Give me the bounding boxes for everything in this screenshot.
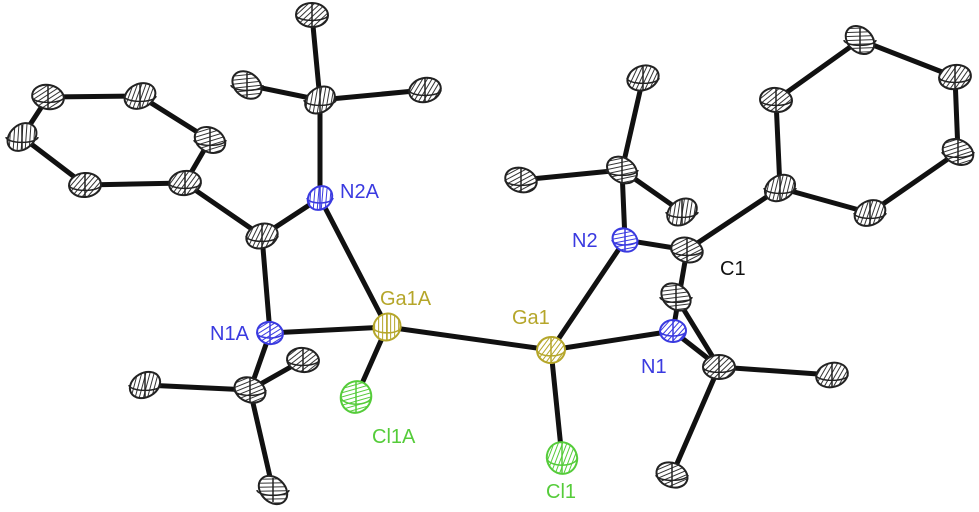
bond-tBuN-tBuNb: [716, 364, 835, 378]
atom-octant-cl1a: [340, 381, 372, 413]
label-n2a: N2A: [340, 181, 380, 203]
label-n1: N1: [641, 356, 667, 378]
atom-octant-n1a: [256, 322, 284, 344]
bond-phR2-phR3: [773, 37, 863, 103]
atom-octant-phL3: [123, 84, 157, 108]
bond-ga1a-n1a: [267, 324, 390, 336]
bond-tBuT-tBuTa: [309, 12, 323, 103]
atom-octant-tBuNc: [655, 463, 689, 487]
bond-tBuB-tBuBa: [142, 382, 253, 393]
atom-octant-tBuR: [605, 158, 639, 182]
atom-octant-ga1: [536, 337, 566, 363]
bond-phR3-phR4: [857, 37, 958, 80]
atom-octant-tBuRc: [665, 200, 699, 224]
atom-octant-phR1: [763, 176, 797, 200]
bond-cbr2-phR1: [684, 185, 783, 253]
atom-octant-tBuTb: [230, 73, 264, 97]
bond-cbr1-phL1: [182, 180, 265, 239]
label-cl1: Cl1: [546, 481, 576, 503]
bond-tBuN-tBuNc: [669, 364, 722, 478]
atom-octant-phL5: [5, 125, 39, 149]
atom-octant-phR2: [759, 88, 793, 112]
atom-octant-tBuTc: [408, 78, 442, 102]
atom-octant-tBuBb: [286, 348, 320, 372]
atom-octant-tBuB: [233, 378, 267, 402]
bond-phR6-phR1: [777, 185, 873, 216]
atom-octant-tBuNb: [815, 363, 849, 387]
atom-octant-cbr1: [245, 224, 279, 248]
atom-octant-tBuN: [702, 355, 736, 379]
label-n2: N2: [572, 230, 598, 252]
bond-ga1a-ga1: [384, 324, 554, 353]
bond-ga1-cl1: [548, 347, 565, 461]
atom-octant-phR6: [853, 201, 887, 225]
atom-octant-phR5: [941, 140, 975, 164]
atom-octant-n1: [659, 320, 687, 342]
bond-tBuB-tBuBc: [247, 387, 276, 493]
atom-octant-phL1: [168, 171, 202, 195]
atom-octant-phL2: [193, 128, 227, 152]
bond-phR1-phR2: [773, 97, 783, 191]
atom-octant-tBuRb: [504, 168, 538, 192]
label-cl1a: Cl1A: [372, 426, 416, 448]
atom-octant-tBuBa: [128, 373, 162, 397]
bond-tBuT-tBuTc: [317, 87, 428, 103]
bonds-layer: [19, 12, 961, 493]
atom-octant-tBuRa: [626, 66, 660, 90]
atom-octant-cl1: [546, 442, 578, 474]
atom-octant-tBuT: [303, 88, 337, 112]
atom-octant-phR4: [938, 65, 972, 89]
atom-octant-tBuTa: [295, 3, 329, 27]
label-ga1: Ga1: [512, 307, 550, 329]
atom-octant-phL6: [68, 173, 102, 197]
bond-ga1-n2: [548, 237, 628, 353]
label-n1a: N1A: [210, 323, 250, 345]
bond-tBuR-tBuRa: [619, 75, 646, 173]
atom-octant-phL4: [31, 85, 65, 109]
atom-octant-tBuBc: [256, 478, 290, 502]
atom-octant-phR3: [843, 28, 877, 52]
atom-octant-tBuNa: [659, 285, 693, 309]
bond-phR5-phR6: [867, 149, 961, 216]
bond-n1a-cbr1: [259, 233, 273, 336]
atom-octant-cbr2: [670, 238, 704, 262]
bond-ga1-n1: [548, 328, 676, 353]
bond-ga1a-n2a: [317, 195, 390, 330]
bond-tBuR-tBuRb: [518, 167, 625, 183]
atom-octant-n2: [611, 229, 639, 251]
atom-octant-ga1a: [372, 314, 402, 340]
label-c1: C1: [720, 258, 746, 280]
atom-octant-n2a: [306, 187, 334, 209]
label-ga1a: Ga1A: [380, 288, 432, 310]
